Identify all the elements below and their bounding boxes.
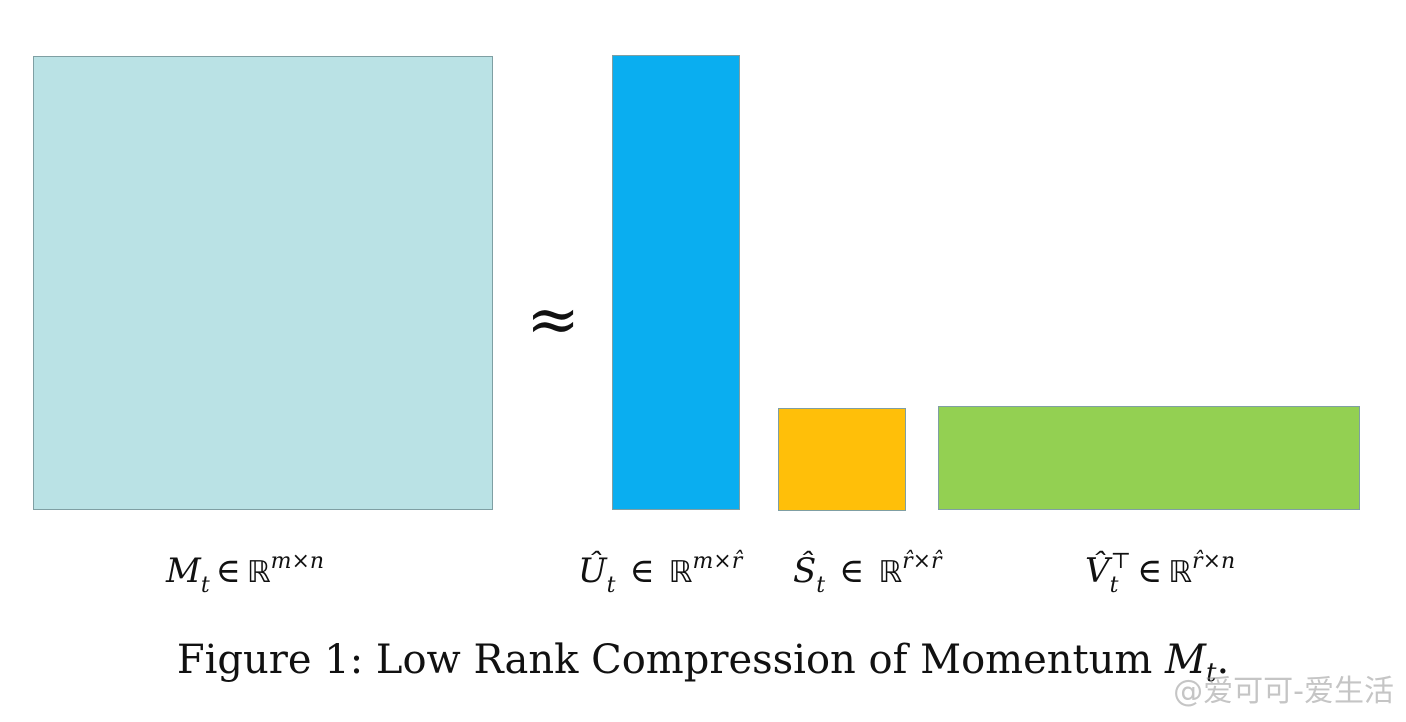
matrix-u-block (612, 55, 740, 510)
watermark: @爱可可-爱生活 (1173, 674, 1394, 709)
label-s-in: ∈ (839, 551, 865, 591)
label-v-set: ℝ (1168, 555, 1193, 590)
label-u: Ût ∈ ℝm×r̂ (578, 532, 743, 598)
label-v-subscript: t (1109, 573, 1119, 598)
label-v-in: ∈ (1137, 551, 1163, 591)
label-m-in: ∈ (215, 551, 241, 591)
label-m-symbol: M (166, 551, 201, 591)
caption-text: Figure 1: Low Rank Compression of Moment… (176, 637, 1166, 683)
label-m: Mt∈ℝm×n (166, 532, 325, 598)
label-s-subscript: t (816, 573, 826, 598)
matrix-m-block (33, 56, 493, 510)
label-u-dims: m×r̂ (692, 549, 743, 574)
label-m-dims: m×n (270, 549, 325, 574)
label-u-set: ℝ (668, 555, 693, 590)
label-s-symbol: Ŝ (793, 551, 817, 591)
caption-end: . (1216, 637, 1230, 683)
label-u-in: ∈ (629, 551, 655, 591)
approx-symbol: ≈ (526, 283, 580, 357)
label-m-set: ℝ (246, 555, 271, 590)
label-v-dims: r̂×n (1192, 549, 1236, 574)
label-u-subscript: t (606, 573, 616, 598)
figure-caption: Figure 1: Low Rank Compression of Moment… (0, 630, 1406, 703)
label-v-symbol: V̂ (1085, 551, 1110, 591)
label-v-transpose: ⊤ (1110, 549, 1132, 574)
label-s-set: ℝ (878, 555, 903, 590)
matrix-s-block (778, 408, 906, 511)
label-u-symbol: Û (578, 551, 607, 591)
caption-subscript: t (1205, 658, 1217, 688)
label-s: Ŝt ∈ ℝr̂×r̂ (793, 532, 942, 598)
label-v: V̂t⊤∈ℝr̂×n (1085, 532, 1236, 598)
matrix-v-block (938, 406, 1360, 510)
label-s-dims: r̂×r̂ (902, 549, 942, 574)
caption-symbol: M (1165, 637, 1206, 683)
label-m-subscript: t (200, 573, 210, 598)
